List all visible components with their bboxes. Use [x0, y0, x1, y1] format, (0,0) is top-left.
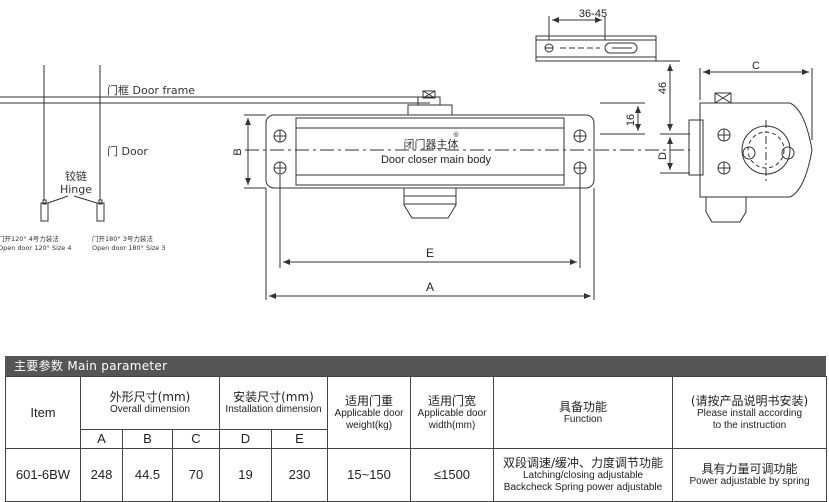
hinge-zh-label: 铰链: [65, 169, 87, 183]
dim-e-label: E: [426, 246, 434, 260]
hinge-en-label: Hinge: [60, 183, 92, 196]
subheader-d: D: [219, 429, 272, 449]
hinge-right-icon: [96, 199, 105, 222]
subheader-c: C: [172, 429, 220, 449]
note-right-zh: 门开180° 3号力装法: [92, 234, 153, 243]
note-left-en: Open door 120° Size 4: [0, 244, 72, 252]
cell-note: 具有力量可调功能 Power adjustable by spring: [672, 448, 828, 502]
body-en-label: Door closer main body: [381, 154, 492, 166]
note-right-en: Open door 180° Size 3: [92, 244, 166, 252]
cell-a: 248: [80, 448, 123, 502]
cell-b: 44.5: [122, 448, 173, 502]
main-parameter-panel: 主要参数 Main parameter Item 外形尺寸(mm) Overal…: [5, 356, 828, 502]
registered-mark: ®: [453, 131, 460, 139]
cell-item: 601-6BW: [5, 448, 81, 502]
dim-b-label: B: [232, 148, 244, 155]
header-row: Item 外形尺寸(mm) Overall dimension 安装尺寸(mm)…: [5, 376, 828, 449]
header-width: 适用门宽 Applicable door width(mm): [410, 376, 495, 449]
header-note: (请按产品说明书安装) Please install according to …: [672, 376, 828, 449]
body-zh-label: 闭门器主体: [404, 137, 459, 151]
dim-36-45-label: 36-45: [579, 8, 607, 20]
dim-c-label: C: [752, 60, 760, 72]
side-view-outline: [688, 68, 813, 223]
header-item: Item: [5, 376, 81, 449]
cell-weight: 15~150: [327, 448, 412, 502]
header-overall: 外形尺寸(mm) Overall dimension: [80, 376, 220, 430]
cell-c: 70: [172, 448, 220, 502]
table-row: 601-6BW 248 44.5 70 19 230 15~150 ≤1500 …: [5, 448, 828, 502]
technical-drawing: 36-45 C 46 16 D B E A 门框 Door frame 门 Do…: [0, 8, 813, 300]
subheader-e: E: [270, 429, 329, 449]
dim-a-label: A: [426, 280, 434, 294]
hinge-left-icon: [40, 199, 49, 222]
cell-d: 19: [219, 448, 272, 502]
dim-16-label: 16: [625, 114, 637, 126]
header-function: 具备功能 Function: [493, 376, 674, 449]
door-frame-label: 门框 Door frame: [107, 83, 195, 97]
dim-46-label: 46: [657, 82, 669, 94]
closer-body-outline: [265, 90, 595, 219]
main-parameter-title: 主要参数 Main parameter: [5, 356, 826, 376]
note-left-zh: 门开120° 4号力装法: [0, 234, 59, 243]
cell-e: 230: [270, 448, 329, 502]
cell-width: ≤1500: [410, 448, 495, 502]
subheader-a: A: [80, 429, 123, 449]
door-label: 门 Door: [107, 144, 148, 158]
subheader-b: B: [122, 429, 173, 449]
header-weight: 适用门重 Applicable door weight(kg): [327, 376, 412, 449]
bracket-outline: [535, 16, 657, 62]
parameter-table: Item 外形尺寸(mm) Overall dimension 安装尺寸(mm)…: [5, 376, 828, 502]
subheader-row: A B C D E: [6, 429, 827, 449]
cell-function: 双段调速/缓冲、力度调节功能 Latching/closing adjustab…: [493, 448, 674, 502]
header-install: 安装尺寸(mm) Installation dimension: [218, 376, 329, 430]
dim-d-label: D: [657, 152, 669, 160]
